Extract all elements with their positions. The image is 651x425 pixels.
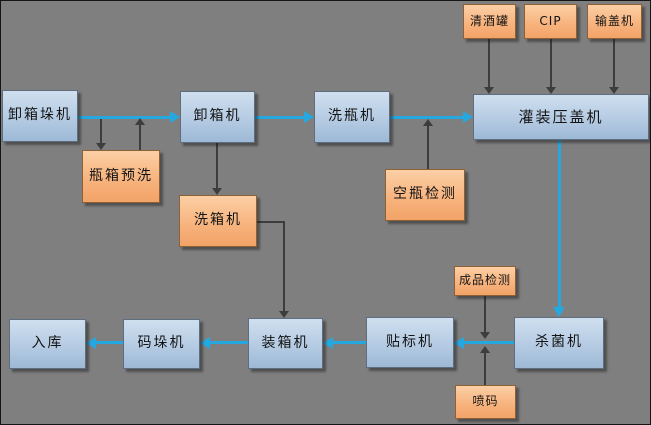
node-label: 喷码 [472,394,499,409]
arrowhead-down-icon [212,188,222,195]
node-filler-capper[interactable]: 灌装压盖机 [473,94,649,140]
node-bottle-washer[interactable]: 洗瓶机 [314,91,390,143]
node-label: 入库 [31,335,64,352]
node-label: 瓶箱预洗 [89,167,153,184]
flow-line [78,116,170,119]
node-label: 输盖机 [594,13,634,28]
node-label: 杀菌机 [535,334,583,351]
arrowhead-up-icon [480,346,490,353]
aux-line [257,221,285,223]
flow-line [390,116,463,119]
flow-line [558,140,561,308]
node-label: 装箱机 [261,334,310,351]
node-label: 洗箱机 [194,212,242,229]
aux-line [488,39,490,88]
node-label: 洗瓶机 [328,108,376,125]
aux-line [139,125,141,150]
node-label: 成品检测 [458,273,511,288]
aux-line [484,296,486,333]
node-case-packer[interactable]: 装箱机 [248,318,323,369]
arrowhead-up-icon [135,118,145,125]
node-beer-tank[interactable]: 清酒罐 [463,4,516,39]
arrowhead-down-icon [546,87,556,94]
node-label: 清酒罐 [469,13,509,28]
arrowhead-down-icon [480,332,490,339]
node-label: 卸箱垛机 [8,107,72,124]
arrowhead-left-icon [454,337,464,349]
arrowhead-down-icon [553,307,565,317]
flow-line [96,341,123,344]
arrowhead-down-icon [484,87,494,94]
aux-line [484,353,486,385]
node-inkjet-coder[interactable]: 喷码 [455,385,516,419]
arrowhead-right-icon [463,111,473,123]
node-decrater[interactable]: 卸箱机 [180,91,255,143]
node-label: 贴标机 [386,333,434,350]
arrowhead-down-icon [279,311,289,318]
node-crate-washer[interactable]: 洗箱机 [179,195,257,247]
aux-line [283,221,285,311]
aux-line [427,126,429,169]
node-cip[interactable]: CIP [524,4,577,39]
arrowhead-down-icon [609,87,619,94]
node-label: 灌装压盖机 [518,107,604,126]
arrowhead-left-icon [86,337,96,349]
arrowhead-left-icon [200,337,210,349]
arrowhead-right-icon [170,111,180,123]
arrowhead-up-icon [423,119,433,126]
node-finished-product-inspection[interactable]: 成品检测 [454,266,516,296]
node-pasteurizer[interactable]: 杀菌机 [514,317,604,369]
node-crate-bottle-prewash[interactable]: 瓶箱预洗 [82,150,160,203]
arrowhead-down-icon [96,143,106,150]
node-palletizer[interactable]: 码垛机 [123,319,200,369]
node-labeler[interactable]: 贴标机 [366,317,454,368]
node-label: 码垛机 [137,335,186,352]
arrowhead-left-icon [323,337,333,349]
arrowhead-right-icon [304,111,314,123]
node-empty-bottle-inspection[interactable]: 空瓶检测 [385,169,465,221]
node-cap-feeder[interactable]: 输盖机 [587,4,642,39]
flow-line [333,341,366,344]
flow-line [210,341,248,344]
aux-line [550,39,552,88]
node-depalletizer[interactable]: 卸箱垛机 [2,90,78,142]
aux-line [100,119,102,144]
flow-line [255,116,304,119]
node-label: 卸箱机 [193,108,242,125]
aux-line [613,39,615,88]
aux-line [216,143,218,189]
node-label: 空瓶检测 [393,186,457,203]
node-warehouse[interactable]: 入库 [9,319,86,369]
flow-line [464,341,514,344]
node-label: CIP [539,13,562,28]
